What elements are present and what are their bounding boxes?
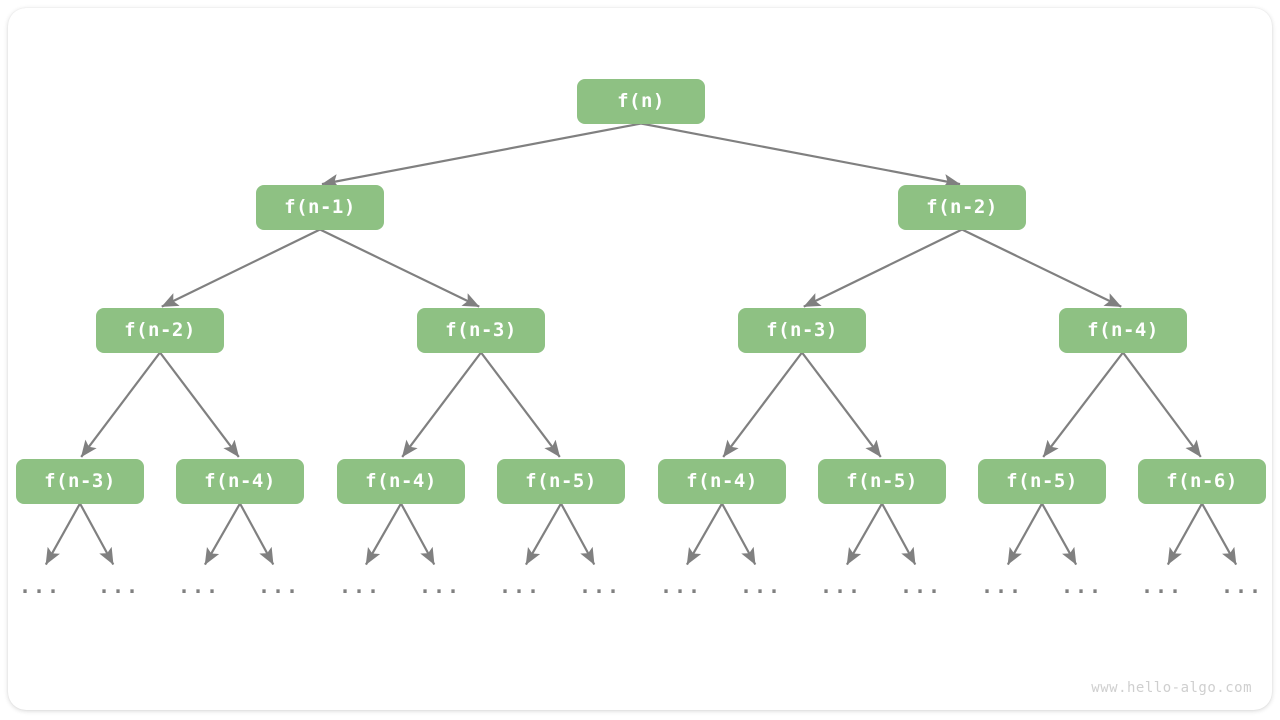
tree-ellipsis: ... (819, 574, 863, 598)
tree-node: f(n-3) (16, 458, 144, 504)
watermark: www.hello-algo.com (1091, 680, 1252, 696)
tree-ellipsis: ... (980, 574, 1024, 598)
tree-ellipsis: ... (177, 574, 221, 598)
tree-node: f(n-4) (1059, 307, 1187, 353)
tree-ellipsis: ... (899, 574, 943, 598)
tree-node: f(n-4) (658, 458, 786, 504)
tree-ellipsis: ... (1140, 574, 1184, 598)
tree-node: f(n-1) (256, 184, 384, 230)
tree-node: f(n-2) (898, 184, 1026, 230)
tree-ellipsis: ... (18, 574, 62, 598)
tree-ellipsis: ... (498, 574, 542, 598)
tree-node: f(n-3) (738, 307, 866, 353)
tree-ellipsis: ... (578, 574, 622, 598)
tree-ellipsis: ... (418, 574, 462, 598)
tree-node: f(n-4) (337, 458, 465, 504)
tree-node: f(n-5) (497, 458, 625, 504)
tree-ellipsis: ... (257, 574, 301, 598)
tree-node: f(n-5) (978, 458, 1106, 504)
tree-ellipsis: ... (739, 574, 783, 598)
tree-ellipsis: ... (338, 574, 382, 598)
tree-node: f(n) (577, 78, 705, 124)
tree-node: f(n-6) (1138, 458, 1266, 504)
tree-node: f(n-2) (96, 307, 224, 353)
tree-ellipsis: ... (659, 574, 703, 598)
tree-node: f(n-3) (417, 307, 545, 353)
tree-node: f(n-4) (176, 458, 304, 504)
tree-ellipsis: ... (1060, 574, 1104, 598)
tree-ellipsis: ... (1220, 574, 1264, 598)
tree-ellipsis: ... (97, 574, 141, 598)
tree-node: f(n-5) (818, 458, 946, 504)
